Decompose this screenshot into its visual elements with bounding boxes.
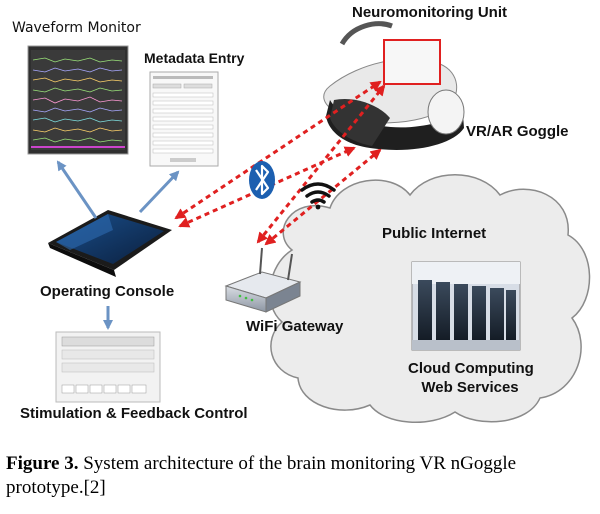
waveform-monitor-image bbox=[27, 45, 129, 155]
wifi-router-image bbox=[224, 247, 302, 313]
label-cloud-computing-line2: Web Services bbox=[421, 379, 519, 396]
link-router-goggle bbox=[264, 148, 382, 246]
label-stimulation-feedback: Stimulation & Feedback Control bbox=[20, 405, 248, 422]
highlight-box bbox=[383, 39, 441, 85]
label-operating-console: Operating Console bbox=[40, 283, 175, 300]
label-vr-ar-goggle: VR/AR Goggle bbox=[466, 123, 569, 140]
bluetooth-icon bbox=[249, 161, 275, 199]
arrow-console-to-metadata bbox=[138, 170, 180, 214]
label-cloud-computing-line1: Cloud Computing bbox=[408, 360, 534, 377]
arrow-console-to-waveform bbox=[56, 160, 98, 219]
caption-text: System architecture of the brain monitor… bbox=[6, 453, 517, 498]
label-wifi-gateway: WiFi Gateway bbox=[246, 318, 344, 335]
vr-goggle-image bbox=[323, 21, 465, 150]
metadata-entry-image bbox=[149, 71, 219, 167]
label-metadata-entry: Metadata Entry bbox=[144, 50, 245, 66]
server-room-image bbox=[411, 261, 521, 351]
label-public-internet: Public Internet bbox=[382, 225, 487, 242]
link-console-goggle bbox=[178, 146, 356, 228]
tablet-image bbox=[48, 210, 172, 277]
label-waveform-monitor: Waveform Monitor bbox=[12, 20, 141, 36]
wifi-icon bbox=[300, 182, 336, 210]
label-neuromonitoring-unit: Neuromonitoring Unit bbox=[352, 4, 507, 21]
control-panel-image bbox=[55, 331, 161, 403]
caption-figure-label: Figure 3. bbox=[6, 453, 79, 474]
figure-caption: Figure 3. System architecture of the bra… bbox=[6, 452, 596, 500]
